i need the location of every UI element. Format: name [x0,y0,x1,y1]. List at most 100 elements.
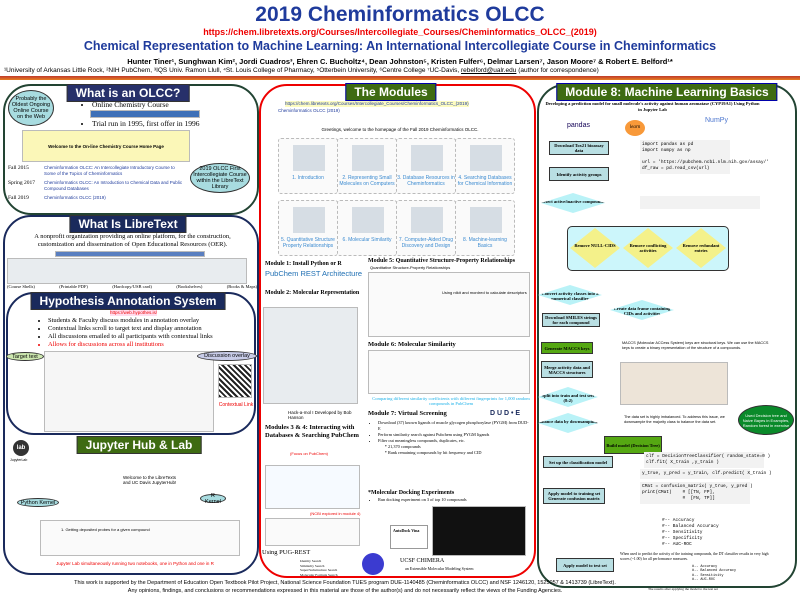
bullet: All discussions emailed to all participa… [48,333,253,341]
term: Fall 2015 [8,165,29,171]
pugrest-heading: Using PUG-REST [262,549,311,556]
hypothesis-url[interactable]: https://web.hypothes.is/ [110,310,158,316]
bullet: Online Chemistry Course [92,100,252,110]
olcc-timeline: Fall 2015 Cheminformation OLCC: An Interc… [8,165,186,205]
flow-step: Build model (Decision Tree) [604,436,662,454]
target-text-label: Target text [6,352,44,361]
jupyterlab-label: JupyterLab [10,458,28,462]
dude-logo: D U D • E [490,410,521,417]
welcome-text: Welcome to the On-line Chemistry Course … [48,144,164,149]
module-thumbnail [470,207,502,233]
bullet: Download (37) known ligands of muscle gl… [378,420,530,432]
timeline-item: Spring 2017 Cheminformatics OLCC: An Intr… [8,180,186,192]
footer-funding: This work is supported by the Department… [74,580,616,586]
module-tile[interactable]: 3. Database Resources in Cheminformatics [396,138,456,194]
caption: (Printable PDF) [59,284,88,289]
metric: #-- Accuracy [692,565,718,569]
search-item: Similarity Search [300,563,325,568]
test-metrics: #-- Accuracy#-- Balanced Accuracy#-- Sen… [690,563,780,585]
timeline-link[interactable]: Cheminformation OLCC: An Intercollegiate… [44,165,175,176]
bullet: Filter out meaningless compounds, duplic… [378,438,530,444]
module-tile[interactable]: 8. Machine-learning Basics [455,200,515,256]
rest-logo-icon [362,553,384,575]
module5-caption: Using rdkit and mordred to calculate des… [442,290,527,295]
module-tile[interactable]: 4. Searching Databases for Chemical Info… [455,138,515,194]
metric: #-- Balanced Accuracy [662,524,719,529]
module-thumbnail [411,207,443,233]
libretext-captions: (Course Shells)(Printable PDF)(Hardcopy/… [7,284,257,290]
flow-step: Set up the classification model [543,456,613,468]
maccs-structures-image [620,362,728,405]
module-tile-label: 1. Introduction [292,175,324,181]
bullet: Perform similarity search against Pubche… [378,432,530,438]
pubchem-table [265,518,360,546]
metric: #-- Balanced Accuracy [692,569,737,574]
module6-heading: Module 6: Molecular Similarity [368,341,456,348]
flow-decision: Convert activity classes into a numerica… [538,285,602,305]
flow-decision: Balance data by downsampling [538,413,598,433]
flow-decision: Split into train and test sets (8:2) [538,387,598,407]
pubchem-logo: PubChem REST Architecture [265,269,362,279]
hackamol-caption: Hack-a-mol I Developed by Bob Hanson [288,410,352,420]
hypothesis-bullets: Students & Faculty discuss modules in an… [38,317,253,349]
module-tile-label: 7. Computer-Aided Drug Discovery and Des… [398,237,454,249]
notebook-heading: 1. Getting deposited probes for a given … [61,527,150,532]
flow-step: Download SMILES strings for each compoun… [542,313,600,327]
metric: #-- Sensitivity [662,530,703,535]
chimera-subtitle: an Extensible Molecular Modeling System [405,566,474,571]
course-url[interactable]: https://chem.libretexts.org/Courses/Inte… [203,27,597,37]
module-tile[interactable]: 2. Representing Small Molecules on Compu… [337,138,397,194]
flow-step: Apply model to training set Generate con… [543,488,605,504]
module-thumbnail [352,145,384,171]
affiliation-text: ¹University of Arkansas Little Rock, ²NI… [4,67,460,74]
metric: #-- AUC-ROC [662,542,692,547]
module-tile[interactable]: 5. Quantitative Structure Property Relat… [278,200,338,256]
module-thumbnail [411,145,443,171]
discussion-overlay-label: Discussion overlay [197,351,257,361]
caption: (Course Shells) [7,284,35,289]
module34-focus: (Focus on PubChem) [290,451,329,456]
module8-title: Module 8: Machine Learning Basics [556,83,778,101]
module-tile[interactable]: 1. Introduction [278,138,338,194]
numpy-logo: NumPy [705,117,728,124]
metric: #-- Specificity [662,536,703,541]
bullet: Trial run in 1995, first offer in 1996 [92,119,252,129]
term: Fall 2019 [8,195,29,201]
module2-heading: Module 2: Molecular Representation [265,290,360,296]
models-used-bubble: Used Decision tree and Naive Bayes in Ex… [738,405,794,435]
module-tile[interactable]: 6. Molecular Similarity [337,200,397,256]
train-metrics: #-- Accuracy#-- Balanced Accuracy#-- Sen… [660,516,760,550]
module6-caption: Comparing different similarity coefficie… [372,396,530,406]
sub-bullet: 21,370 compounds [388,444,530,450]
qr-code[interactable] [218,364,252,398]
olcc-title: What is an OLCC? [66,84,190,102]
timeline-item: Fall 2015 Cheminformation OLCC: An Interc… [8,165,186,177]
timeline-link[interactable]: Cheminformatics OLCC (2019) [44,195,106,200]
python-kernel-label: Python Kernel [17,498,59,507]
docking-image [432,506,526,556]
pubchem-text: PubChem [265,269,299,278]
jupyterlab-logo-icon: lab [13,440,29,456]
code-load-data: import pandas as pd import numpy as np u… [640,140,769,174]
module-thumbnail [352,207,384,233]
libretext-title: What Is LibreText [69,215,187,233]
module7-bullets: Download (37) known ligands of muscle gl… [368,420,530,456]
pubchem-diagram [265,465,360,509]
poster-title: 2019 Cheminformatics OLCC [255,3,545,26]
modules-url[interactable]: https://chem.libretexts.org/Courses/Inte… [285,101,469,107]
metric: #-- Sensitivity [692,573,724,578]
bullet: Run docking experiment on 3 of top 10 co… [378,497,467,503]
flow-step: Apply model to test set [556,558,614,572]
metric: #-- AUC-ROC [692,577,716,582]
module7-heading: Module 7: Virtual Screening [368,410,447,417]
term: Spring 2017 [8,180,36,186]
sub-bullet: Rank remaining compounds by hit frequenc… [388,450,530,456]
bullet-highlight: Allows for discussions across all instit… [48,341,253,349]
timeline-link[interactable]: Cheminformatics OLCC: An Introduction to… [44,180,183,191]
flow-step: Generate MACCS keys [541,342,593,354]
email-link[interactable]: rebelford@ualr.edu [461,67,517,74]
jupyter-caption: Jupyter Lab simultaneously running two n… [56,561,214,566]
affiliations: ¹University of Arkansas Little Rock, ²NI… [4,67,599,74]
code-confusion: CMat = confusion_matrix( y_true, y_pred … [640,482,753,504]
module-tile[interactable]: 7. Computer-Aided Drug Discovery and Des… [396,200,456,256]
